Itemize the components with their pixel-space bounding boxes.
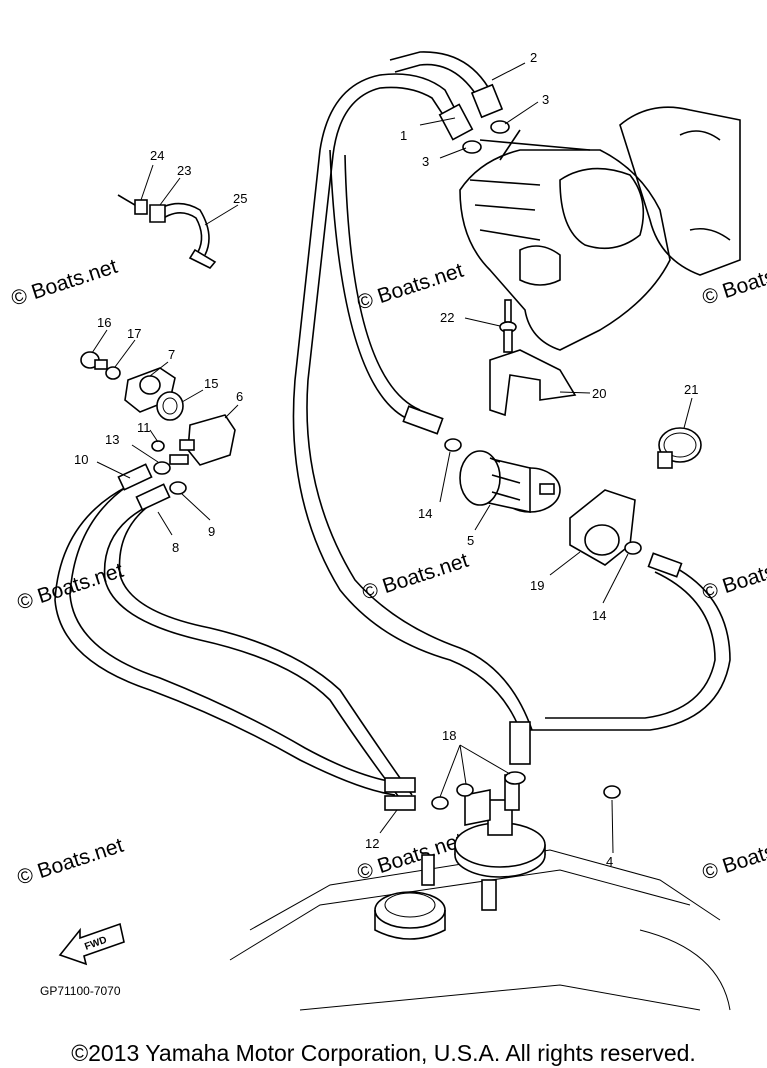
bolt-22 — [499, 299, 517, 353]
callout-14: 14 — [592, 608, 606, 623]
hose-8 — [103, 483, 413, 806]
clamp-11 — [151, 440, 165, 452]
clamp-18 — [431, 771, 526, 810]
callout-9: 9 — [208, 524, 215, 539]
hose-return — [520, 552, 731, 731]
gasket-15 — [156, 391, 184, 421]
band-21 — [657, 427, 702, 469]
callout-5: 5 — [467, 533, 474, 548]
hose-12 — [384, 777, 416, 811]
diagram-code: GP71100-7070 — [40, 984, 121, 998]
fwd-arrow: FWD — [58, 922, 125, 966]
callouts: 1 2 3 3 4 5 6 7 8 9 10 11 12 13 14 14 15… — [74, 50, 698, 869]
callout-3: 3 — [422, 154, 429, 169]
callout-23: 23 — [177, 163, 191, 178]
leader-lines — [91, 62, 693, 854]
callout-11: 11 — [137, 420, 151, 435]
callout-4: 4 — [606, 854, 613, 869]
watermark: © Boats.net — [354, 259, 466, 315]
washer-17 — [105, 366, 121, 380]
callout-3: 3 — [542, 92, 549, 107]
hose-1 — [292, 73, 533, 731]
watermark: © Boats.net — [8, 255, 120, 311]
clamp-3 — [462, 120, 510, 154]
bolt-16 — [80, 351, 108, 370]
fuel-cock-6 — [169, 414, 236, 466]
callout-20: 20 — [592, 386, 606, 401]
fuel-tank — [229, 849, 731, 1011]
bracket-20 — [489, 349, 577, 417]
callout-10: 10 — [74, 452, 88, 467]
callout-14: 14 — [418, 506, 432, 521]
fuel-filter — [459, 450, 561, 513]
clamp-14 — [624, 541, 642, 555]
carburetor-assembly — [459, 106, 741, 351]
clamp-4 — [603, 785, 621, 799]
clamp-13 — [153, 461, 171, 475]
watermark: © Boats.net — [14, 834, 126, 890]
hose-10 — [54, 463, 401, 796]
callout-15: 15 — [204, 376, 218, 391]
clamp-14 — [444, 438, 462, 452]
callout-22: 22 — [440, 310, 454, 325]
callout-16: 16 — [97, 315, 111, 330]
callout-19: 19 — [530, 578, 544, 593]
parts-diagram: © Boats.net © Boats.net © Boats.net © Bo… — [8, 50, 767, 1011]
hose-2 — [389, 51, 504, 119]
callout-17: 17 — [127, 326, 141, 341]
clamp-9 — [169, 481, 187, 495]
callout-7: 7 — [168, 347, 175, 362]
strap-25 — [117, 194, 217, 269]
callout-24: 24 — [150, 148, 164, 163]
watermark: © Boats.net — [699, 829, 767, 885]
watermark: © Boats.net — [359, 549, 471, 605]
callout-21: 21 — [684, 382, 698, 397]
callout-12: 12 — [365, 836, 379, 851]
callout-6: 6 — [236, 389, 243, 404]
copyright-notice: ©2013 Yamaha Motor Corporation, U.S.A. A… — [71, 1040, 696, 1066]
grommet — [374, 891, 446, 940]
callout-2: 2 — [530, 50, 537, 65]
holder-19 — [569, 489, 636, 566]
callout-25: 25 — [233, 191, 247, 206]
hose-filter — [329, 149, 444, 435]
callout-13: 13 — [105, 432, 119, 447]
fuel-sender — [421, 721, 546, 911]
callout-8: 8 — [172, 540, 179, 555]
callout-18: 18 — [442, 728, 456, 743]
callout-1: 1 — [400, 128, 407, 143]
